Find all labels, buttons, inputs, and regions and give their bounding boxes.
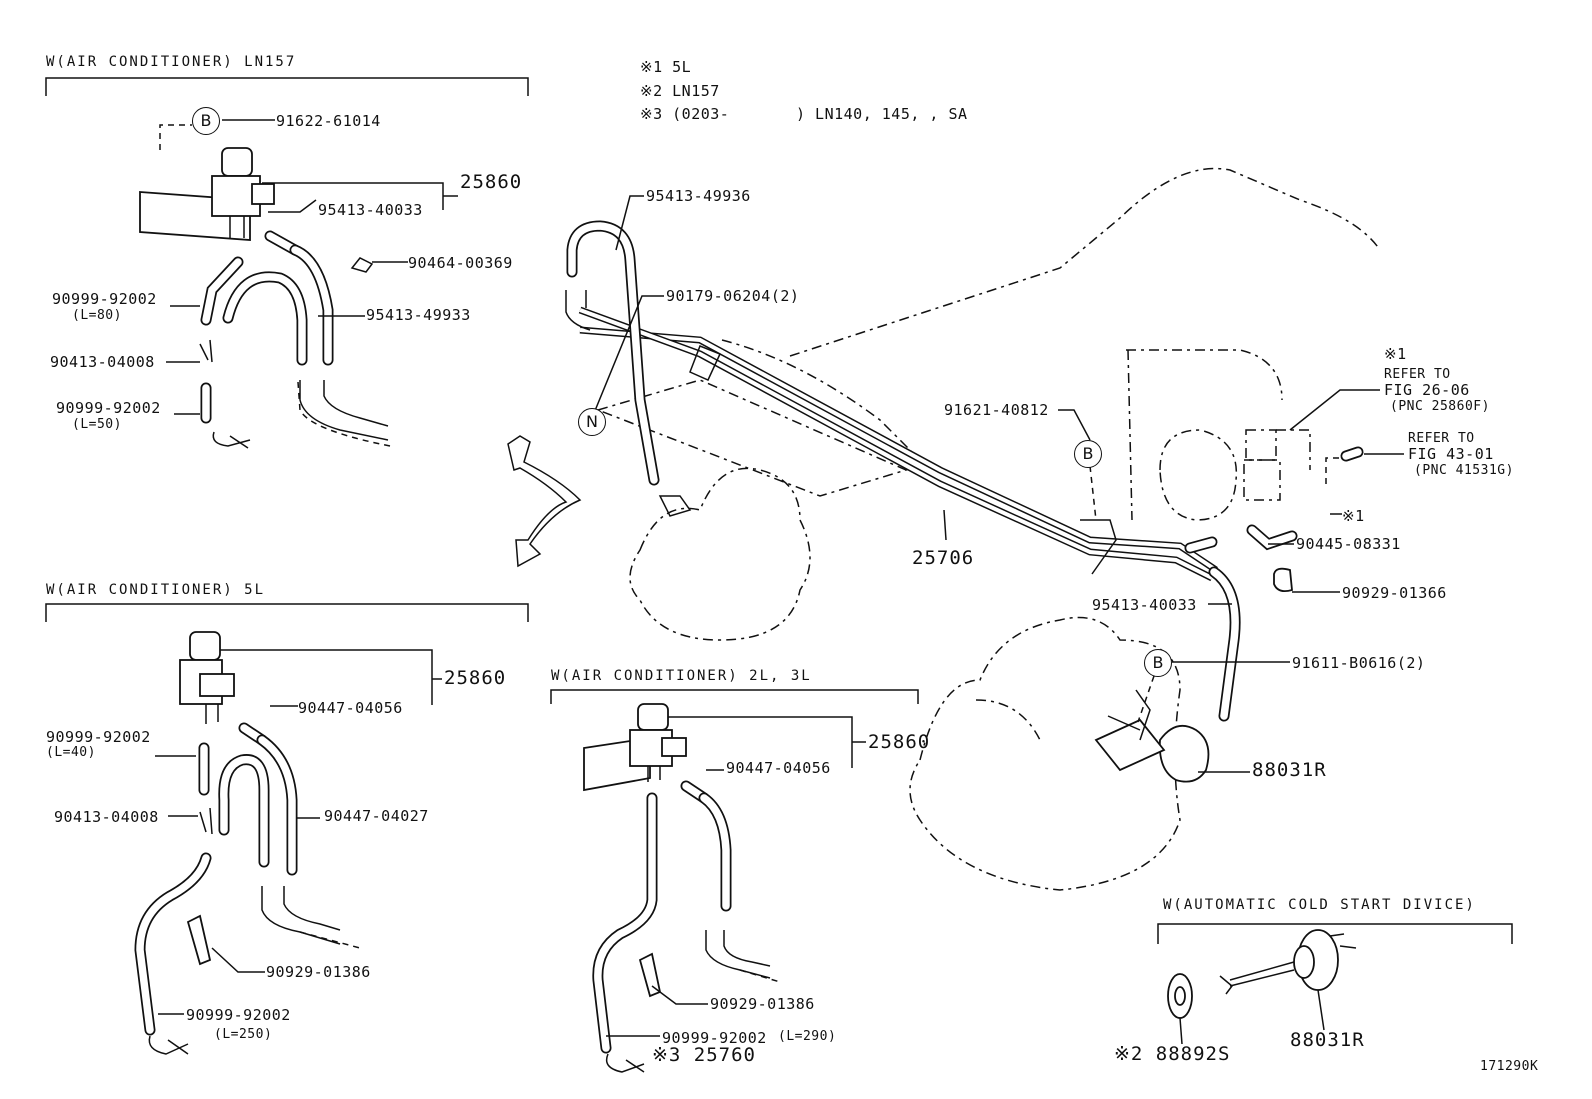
leader-90929-01386-a xyxy=(211,947,265,973)
leader-25860-a xyxy=(262,182,458,210)
ref2-line-a: REFER TO xyxy=(1408,431,1475,446)
label-88892s: ※2 88892S xyxy=(1114,1043,1231,1065)
label-90929-01386-b: 90929-01386 xyxy=(710,995,815,1013)
leader-95413-49936 xyxy=(615,195,644,251)
label-l80: (L=80) xyxy=(72,308,122,323)
vsv-2l3l xyxy=(583,703,687,792)
hoses-5l xyxy=(134,722,361,1055)
cold-start-device xyxy=(1167,929,1357,1045)
direction-arrow xyxy=(507,435,582,568)
label-l50: (L=50) xyxy=(72,417,122,432)
note-2: ※2 LN157 xyxy=(640,82,720,100)
label-88031r-b: 88031R xyxy=(1290,1029,1365,1051)
ref2-line-b: FIG 43-01 xyxy=(1408,445,1494,463)
label-91622-61014: 91622-61014 xyxy=(276,112,381,130)
label-95413-49933: 95413-49933 xyxy=(366,306,471,324)
label-90447-04056-a: 90447-04056 xyxy=(298,699,403,717)
marker-b-bolt: B xyxy=(1144,649,1172,677)
label-mark1: ※1 xyxy=(1342,507,1365,525)
leader-90929-01386-b xyxy=(651,985,708,1005)
label-95413-40033-a: 95413-40033 xyxy=(318,201,423,219)
label-90999-92002-e: 90999-92002 xyxy=(662,1029,767,1047)
marker-b-ln157: B xyxy=(192,107,220,135)
label-91621-40812: 91621-40812 xyxy=(944,401,1049,419)
leader-95413-40033-a xyxy=(268,199,317,213)
label-25860-b: 25860 xyxy=(444,667,507,689)
ref2-line-c: (PNC 41531G) xyxy=(1414,463,1514,478)
marker-n: N xyxy=(578,408,606,436)
label-25760: ※3 25760 xyxy=(652,1044,756,1066)
label-90447-04027: 90447-04027 xyxy=(324,807,429,825)
leader-91621 xyxy=(1058,409,1091,441)
label-90447-04056-b: 90447-04056 xyxy=(726,759,831,777)
label-88031r-a: 88031R xyxy=(1252,759,1327,781)
leader-b-bolt xyxy=(1137,675,1155,723)
label-90999-92002-a: 90999-92002 xyxy=(52,290,157,308)
section-title-ac-ln157: W(AIR CONDITIONER) LN157 xyxy=(46,54,297,70)
note-3-end: ) LN140, 145, , SA xyxy=(796,105,968,123)
ref1-line-a: REFER TO xyxy=(1384,367,1451,382)
figure-id: 171290K xyxy=(1480,1059,1539,1074)
bracket-ac-5l xyxy=(45,603,529,622)
hoses-2l3l xyxy=(592,780,781,1073)
main-pipes xyxy=(565,220,1364,722)
label-95413-40033-b: 95413-40033 xyxy=(1092,596,1197,614)
leader-b-bracket xyxy=(1089,465,1097,521)
vsv-ref xyxy=(1243,429,1311,501)
ref1-mark: ※1 xyxy=(1384,345,1407,363)
section-title-ac-2l3l: W(AIR CONDITIONER) 2L, 3L xyxy=(551,668,812,684)
section-title-ac-5l: W(AIR CONDITIONER) 5L xyxy=(46,582,266,598)
ref1-line-c: (PNC 25860F) xyxy=(1390,399,1490,414)
label-25860-c: 25860 xyxy=(868,731,931,753)
section-title-cold-start: W(AUTOMATIC COLD START DIVICE) xyxy=(1163,897,1476,913)
label-90929-01386-a: 90929-01386 xyxy=(266,963,371,981)
vsv-ln157 xyxy=(139,124,275,241)
vsv-5l xyxy=(179,631,235,724)
label-90929-01366: 90929-01366 xyxy=(1342,584,1447,602)
label-90464-00369: 90464-00369 xyxy=(408,254,513,272)
leader-25706 xyxy=(943,509,947,541)
marker-b-bracket: B xyxy=(1074,440,1102,468)
label-25860-a: 25860 xyxy=(460,171,523,193)
label-l290: (L=290) xyxy=(778,1029,837,1044)
label-90445-08331: 90445-08331 xyxy=(1296,535,1401,553)
label-90999-92002-b: 90999-92002 xyxy=(56,399,161,417)
actuator-88031r xyxy=(1094,689,1210,783)
note-3-start: ※3 (0203- xyxy=(640,105,730,123)
engine-outline xyxy=(595,167,1381,891)
label-91611-b0616: 91611-B0616(2) xyxy=(1292,654,1426,672)
label-l250: (L=250) xyxy=(214,1027,273,1042)
leader-25860-b xyxy=(220,649,442,705)
leader-ref1 xyxy=(1289,389,1380,431)
label-90413-04008-a: 90413-04008 xyxy=(50,353,155,371)
label-90999-92002-c: 90999-92002 xyxy=(46,728,151,746)
leader-90179 xyxy=(591,295,664,419)
bracket-ac-2l3l xyxy=(550,689,919,704)
label-25706: 25706 xyxy=(912,547,975,569)
bracket-ac-ln157 xyxy=(45,77,529,96)
label-90179-06204: 90179-06204(2) xyxy=(666,287,800,305)
bracket-cold-start xyxy=(1157,923,1513,944)
label-95413-49936: 95413-49936 xyxy=(646,187,751,205)
leader-25860-c xyxy=(668,716,866,768)
hoses-ln157 xyxy=(199,230,391,449)
label-90999-92002-d: 90999-92002 xyxy=(186,1006,291,1024)
note-1: ※1 5L xyxy=(640,58,692,76)
label-90413-04008-b: 90413-04008 xyxy=(54,808,159,826)
label-l40: (L=40) xyxy=(46,745,96,760)
ref1-line-b: FIG 26-06 xyxy=(1384,381,1470,399)
